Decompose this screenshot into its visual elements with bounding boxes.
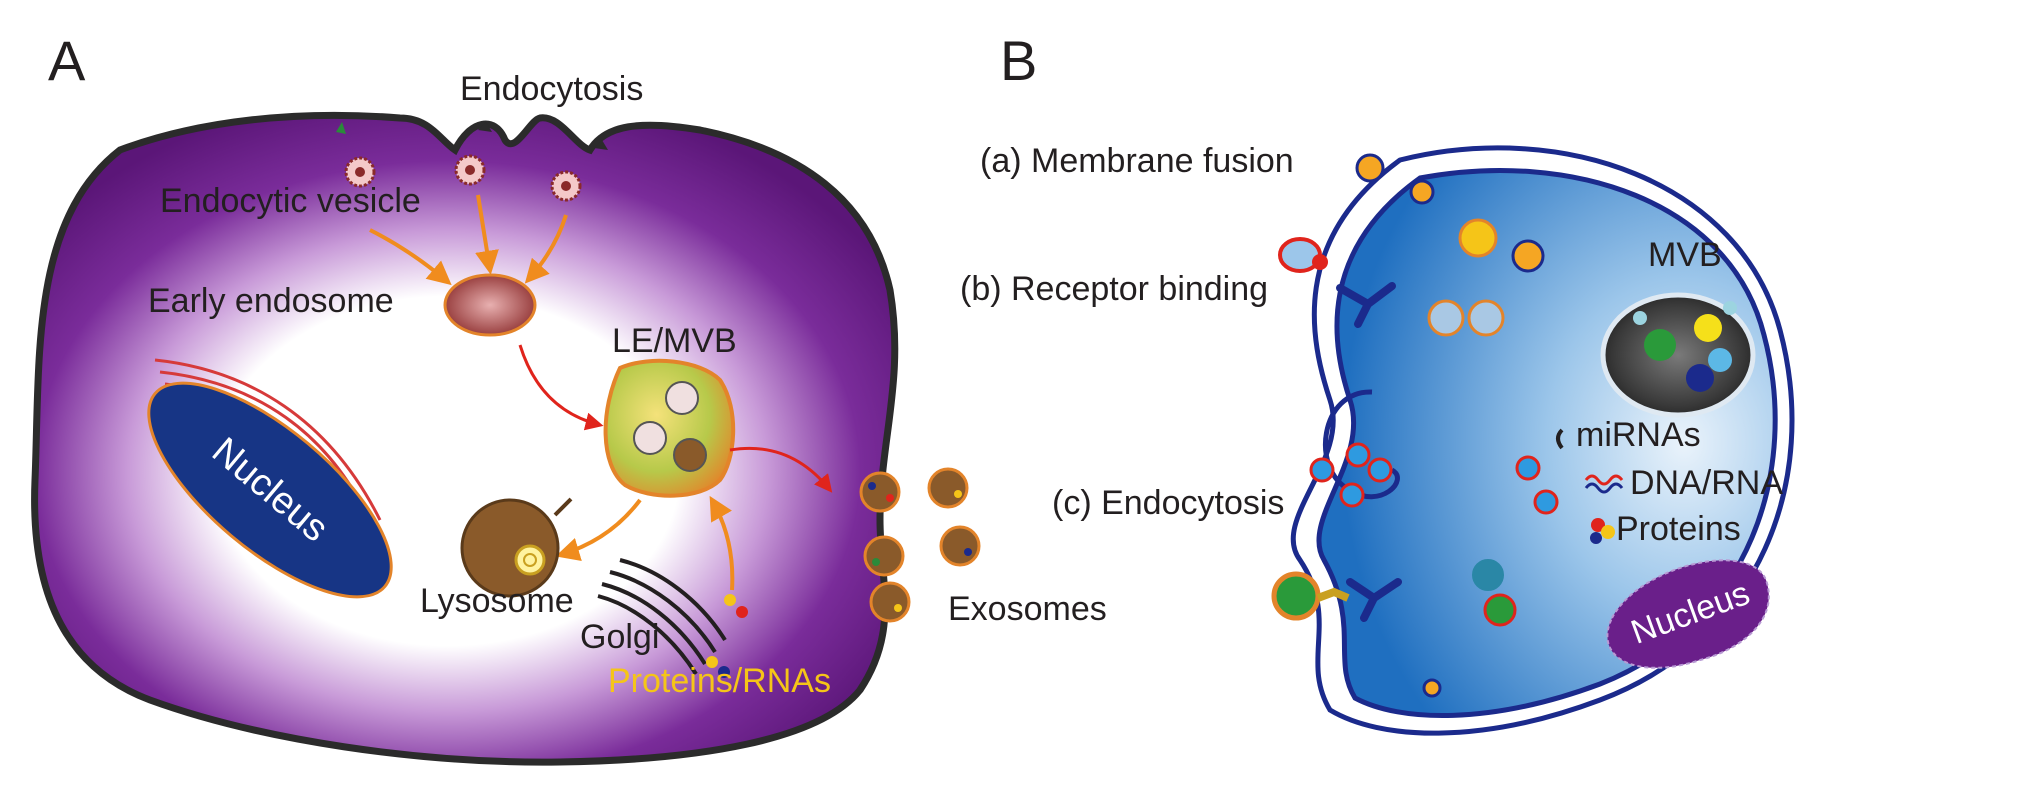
- arrow-vesicle-to-early-endosome: [524, 214, 568, 284]
- panel-b-letter: B: [1000, 29, 1037, 92]
- cell-a-body: [31, 111, 899, 766]
- arrow-golgi-to-mvb: [709, 495, 735, 591]
- endocytic-vesicle-icon: [454, 154, 486, 186]
- receptor-binding-icon: [1278, 237, 1505, 337]
- label-endocytic-vesicle: Endocytic vesicle: [160, 182, 421, 220]
- exosome-icon: [859, 467, 981, 623]
- arrow-mvb-to-lysosome: [555, 498, 642, 561]
- label-receptor-binding: (b) Receptor binding: [960, 270, 1268, 308]
- label-golgi: Golgi: [580, 618, 659, 656]
- label-exosomes: Exosomes: [948, 590, 1107, 628]
- cell-b-outer-membrane: [1290, 145, 1795, 736]
- panel-b: B MVB: [960, 29, 1795, 736]
- dna-rna-icon: [1584, 474, 1624, 486]
- label-mvb: MVB: [1648, 236, 1722, 274]
- nucleus-a-icon: [147, 381, 393, 599]
- arrow-vesicle-to-early-endosome: [475, 194, 499, 275]
- cargo-icon: [706, 594, 748, 678]
- arrow-vesicle-to-early-endosome: [369, 228, 452, 286]
- endocytic-vesicle-icon: [550, 170, 582, 202]
- panel-a: A: [31, 29, 1107, 766]
- label-endocytosis-c: (c) Endocytosis: [1052, 484, 1284, 522]
- membrane-receptor-icon: [336, 122, 346, 134]
- panel-a-letter: A: [48, 29, 86, 92]
- le-mvb-icon: [603, 358, 736, 498]
- early-endosome-icon: [443, 273, 537, 337]
- mirna-icon: [1556, 428, 1564, 450]
- label-mirnas: miRNAs: [1576, 416, 1701, 454]
- label-proteins: Proteins: [1616, 510, 1741, 548]
- arrow-early-endosome-to-mvb: [518, 344, 604, 431]
- fusing-vesicle-icon: [1355, 153, 1545, 698]
- endocytosed-vesicle-icon: [1309, 442, 1559, 515]
- label-early-endosome: Early endosome: [148, 282, 394, 320]
- mvb-icon: [1600, 292, 1756, 418]
- arrow-mvb-to-exosomes: [729, 446, 833, 493]
- label-endocytosis-a: Endocytosis: [460, 70, 643, 108]
- dna-rna-icon: [1584, 482, 1624, 494]
- receptor-binding-icon: [1271, 559, 1517, 627]
- label-membrane-fusion: (a) Membrane fusion: [980, 142, 1294, 180]
- label-le-mvb: LE/MVB: [612, 322, 737, 360]
- golgi-icon: [597, 558, 727, 676]
- endocytosis-pocket: [1322, 389, 1400, 500]
- label-lysosome: Lysosome: [420, 582, 574, 620]
- membrane-receptor-icon: [478, 122, 492, 132]
- label-dna-rna: DNA/RNA: [1630, 464, 1783, 502]
- lysosome-icon: [460, 497, 573, 598]
- endocytic-vesicle-icon: [344, 156, 376, 188]
- protein-icon: [1590, 518, 1615, 544]
- membrane-receptor-icon: [594, 140, 608, 150]
- nucleus-b-icon: [1606, 559, 1770, 669]
- label-proteins-rnas: Proteins/RNAs: [608, 662, 831, 700]
